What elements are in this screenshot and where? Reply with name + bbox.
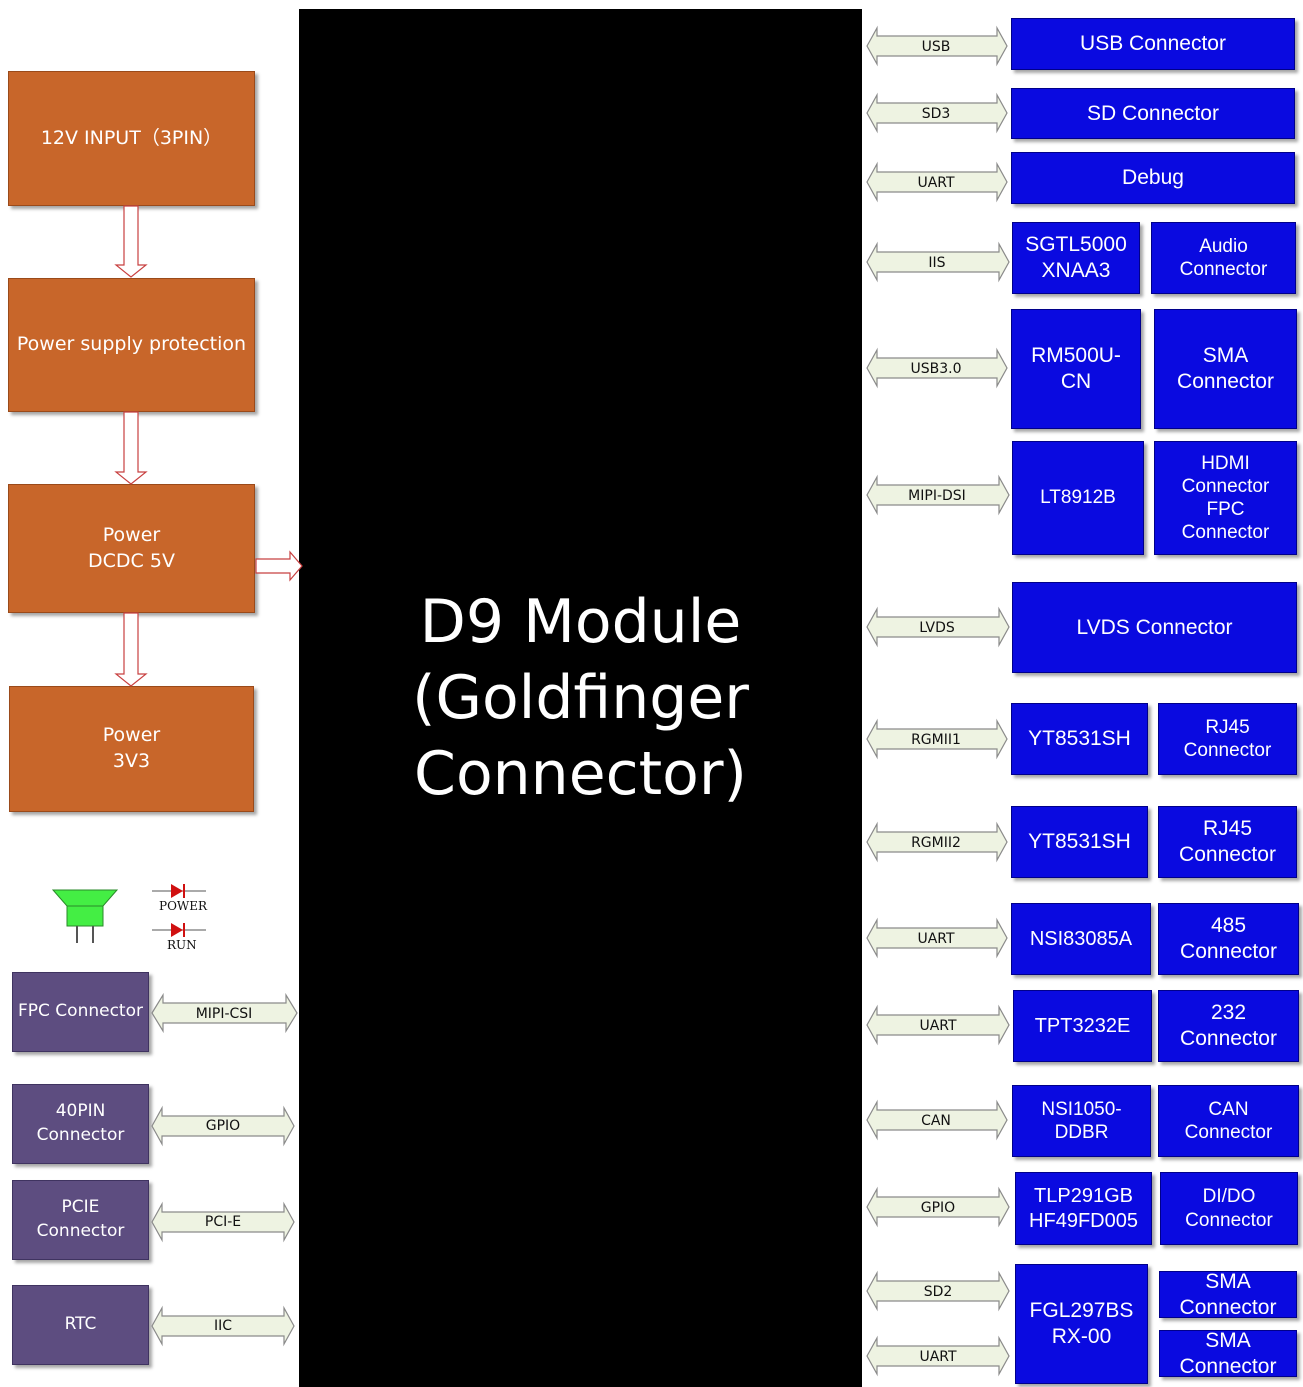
tpt3232e-chip-block: TPT3232E [1013,990,1152,1062]
bus-label-uart-debug: UART [917,175,955,191]
bidirectional-arrow-icon [866,821,1008,863]
bidirectional-arrow-icon [866,347,1008,389]
bus-label-rgmii2: RGMII2 [911,835,961,851]
sma-connector-block-3: SMA Connector [1159,1330,1297,1377]
power-3v3-block: Power 3V3 [9,686,254,812]
nsi1050-chip-block: NSI1050- DDBR [1012,1085,1151,1157]
yt8531sh-chip-block-2: YT8531SH [1011,806,1148,878]
bus-label-uart-gnss: UART [919,1349,957,1365]
power-dcdc5v-block: Power DCDC 5V [8,484,255,613]
bus-label-sd2: SD2 [924,1284,953,1300]
bus-label-uart-232: UART [919,1018,957,1034]
bidirectional-arrow-icon [866,1099,1008,1141]
iic-bus-label: IIC [214,1318,232,1334]
sgtl5000-chip-block: SGTL5000 XNAA3 [1012,222,1140,294]
nsi83085a-chip-block: NSI83085A [1011,903,1151,975]
d9-module: D9 Module (Goldfinger Connector) [299,9,862,1387]
down-arrow-icon [114,612,148,687]
bus-label-mipi-dsi: MIPI-DSI [908,488,966,504]
yt8531sh-chip-block-1: YT8531SH [1011,703,1148,775]
light-pipe-icon [51,889,119,943]
bus-label-usb3: USB3.0 [910,361,961,377]
power-led-label: POWER [159,899,208,913]
usb-connector-block: USB Connector [1011,18,1295,70]
power-protection-block: Power supply protection [8,278,255,412]
bidirectional-arrow-icon [151,992,298,1034]
sd-connector-block: SD Connector [1011,88,1295,139]
right-bus-arrows: USB SD3 UART IIS USB3.0 MIPI-DSI LVDS RG… [866,25,1010,1377]
right-arrow-icon [255,550,303,582]
pcie-connector-block: PCIE Connector [12,1180,149,1260]
bidirectional-arrow-icon [866,92,1008,134]
down-arrow-icon [114,205,148,278]
power-flow-arrows [114,205,303,687]
bidirectional-arrow-icon [866,917,1008,959]
debug-block: Debug [1011,152,1295,204]
bidirectional-arrow-icon [866,474,1010,516]
bus-label-iis: IIS [928,255,945,271]
lvds-connector-block: LVDS Connector [1012,582,1297,673]
gpio-bus-label: GPIO [206,1118,240,1134]
bidirectional-arrow-icon [866,606,1010,648]
lt8912b-chip-block: LT8912B [1012,441,1144,555]
bus-label-sd3: SD3 [922,106,951,122]
bus-label-rgmii1: RGMII1 [911,732,961,748]
sma-connector-block-2: SMA Connector [1159,1271,1297,1318]
left-bus-arrows: MIPI-CSI GPIO PCI-E IIC [151,992,298,1347]
down-arrow-icon [114,411,148,485]
bidirectional-arrow-icon [151,1201,295,1243]
sma-connector-block-1: SMA Connector [1154,309,1297,429]
mipi-csi-bus-label: MIPI-CSI [196,1006,253,1022]
tlp291gb-chip-block: TLP291GB HF49FD005 [1015,1172,1152,1245]
can-connector-block: CAN Connector [1158,1085,1299,1157]
bus-label-uart-485: UART [917,931,955,947]
bidirectional-arrow-icon [151,1305,295,1347]
232-connector-block: 232 Connector [1158,990,1299,1062]
run-led-icon [152,923,206,937]
fgl297bs-chip-block: FGL297BS RX-00 [1015,1264,1148,1384]
bus-label-can: CAN [921,1113,951,1129]
hdmi-fpc-connector-block: HDMI Connector FPC Connector [1154,441,1297,555]
run-led-label: RUN [167,938,197,952]
bidirectional-arrow-icon [866,1335,1010,1377]
fpc-connector-block: FPC Connector [12,972,149,1052]
pcie-bus-label: PCI-E [205,1214,241,1230]
bidirectional-arrow-icon [866,1186,1010,1228]
rm500u-chip-block: RM500U- CN [1011,309,1141,429]
bidirectional-arrow-icon [866,161,1008,203]
bidirectional-arrow-icon [866,1270,1010,1312]
bidirectional-arrow-icon [151,1105,295,1147]
485-connector-block: 485 Connector [1158,903,1299,975]
bidirectional-arrow-icon [866,25,1008,67]
bus-label-gpio: GPIO [921,1200,955,1216]
bidirectional-arrow-icon [866,241,1010,283]
bidirectional-arrow-icon [866,718,1008,760]
bus-label-usb: USB [922,39,951,55]
rj45-connector-block-2: RJ45 Connector [1158,806,1297,878]
rj45-connector-block-1: RJ45 Connector [1158,703,1297,775]
audio-connector-block: Audio Connector [1151,222,1296,294]
dido-connector-block: DI/DO Connector [1160,1172,1298,1245]
power-input-block: 12V INPUT（3PIN） [8,71,255,206]
bidirectional-arrow-icon [866,1004,1010,1046]
power-led-icon [152,884,206,898]
rtc-block: RTC [12,1285,149,1365]
bus-label-lvds: LVDS [919,620,955,636]
40pin-connector-block: 40PIN Connector [12,1084,149,1164]
